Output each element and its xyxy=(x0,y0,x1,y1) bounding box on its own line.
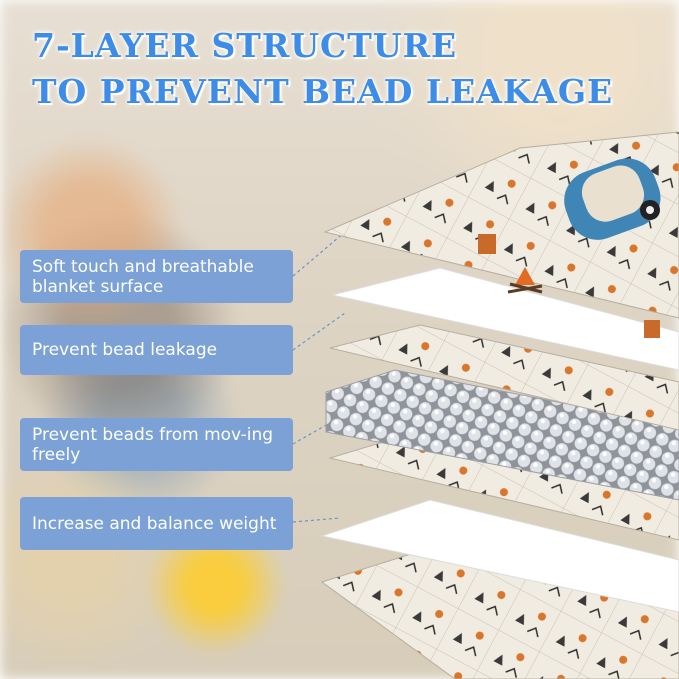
layer-white-film-upper xyxy=(331,267,679,371)
label-text: Increase and balance weight xyxy=(32,513,277,534)
connector-line-2 xyxy=(292,312,346,351)
connector-line-1 xyxy=(292,231,346,277)
connector-lines xyxy=(292,231,346,523)
headline-line-1: 7-LAYER STRUCTURE xyxy=(32,26,458,65)
camper-trailer-print xyxy=(564,158,661,240)
connector-line-3 xyxy=(292,419,336,445)
label-balance-weight: Increase and balance weight xyxy=(20,497,293,550)
layer-white-film-lower xyxy=(320,499,679,613)
connector-line-4 xyxy=(292,517,341,523)
headline-line-2: TO PREVENT BEAD LEAKAGE xyxy=(32,72,614,111)
label-text: Prevent beads from mov-ing freely xyxy=(32,424,274,465)
label-prevent-leakage: Prevent bead leakage xyxy=(20,325,293,375)
label-prevent-moving: Prevent beads from mov-ing freely xyxy=(20,418,293,471)
layer-printed-fabric-quilted xyxy=(329,324,679,431)
label-text: Soft touch and breathable blanket surfac… xyxy=(32,256,254,297)
campfire-print xyxy=(507,267,543,294)
label-text: Prevent bead leakage xyxy=(32,340,218,360)
layer-glass-beads xyxy=(325,369,679,501)
mug-print xyxy=(478,234,660,338)
label-blanket-surface: Soft touch and breathable blanket surfac… xyxy=(20,250,293,303)
